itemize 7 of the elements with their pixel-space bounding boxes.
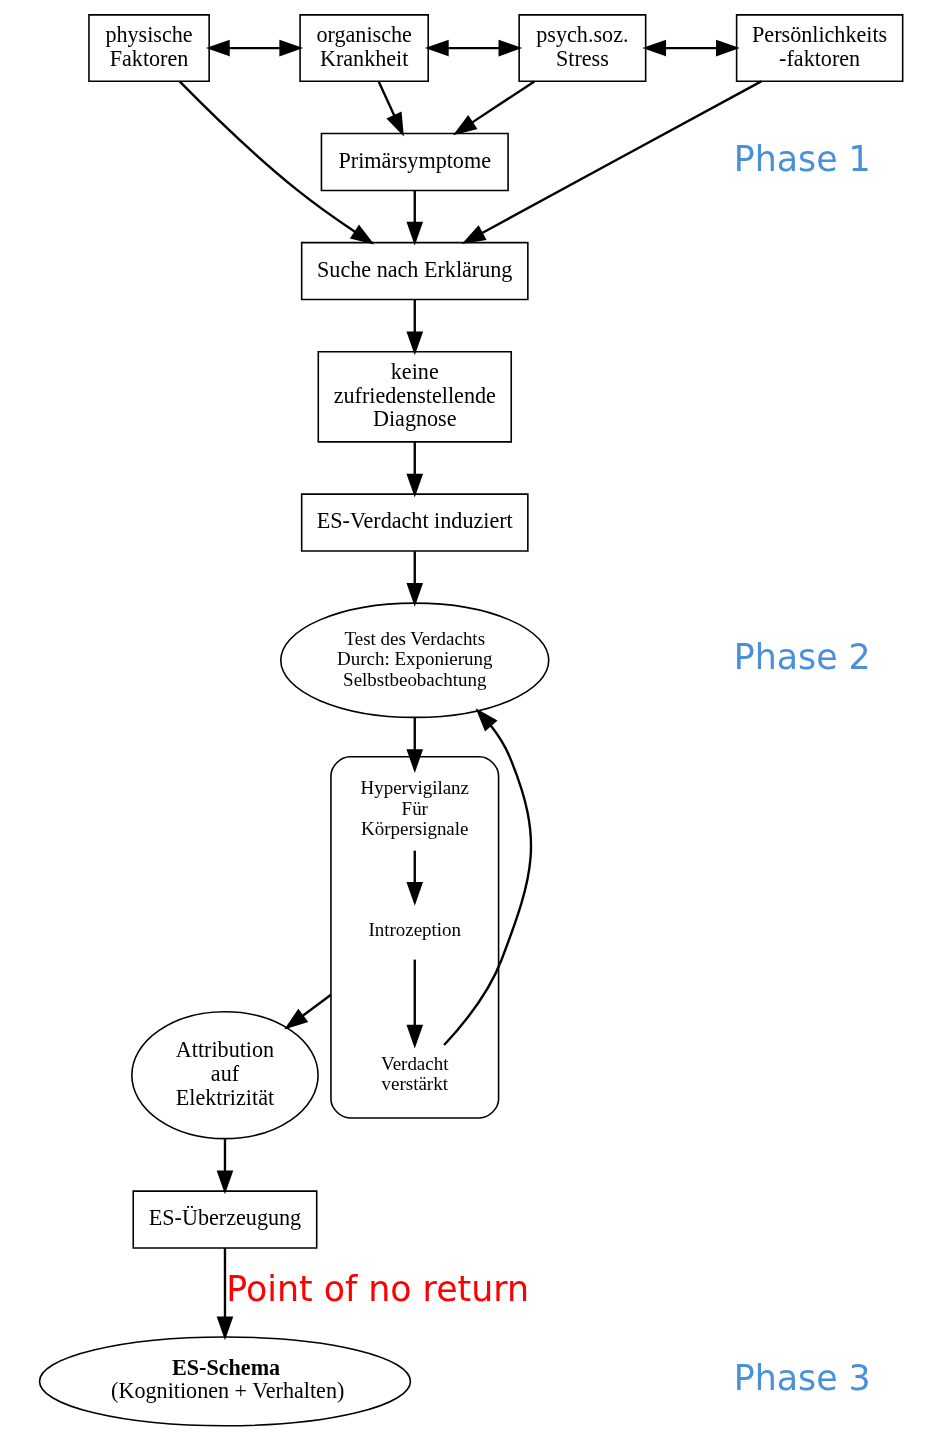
- label: Phase 1: [733, 138, 871, 179]
- node-text: Introzeption: [368, 918, 462, 940]
- node-text: Verdacht verstärkt: [381, 1052, 449, 1095]
- label: Phase 2: [733, 637, 871, 678]
- label: Phase 3: [733, 1358, 871, 1399]
- edge-label: Point of no return: [226, 1269, 529, 1310]
- node-text: Hypervigilanz Für Körpersignale: [360, 777, 470, 840]
